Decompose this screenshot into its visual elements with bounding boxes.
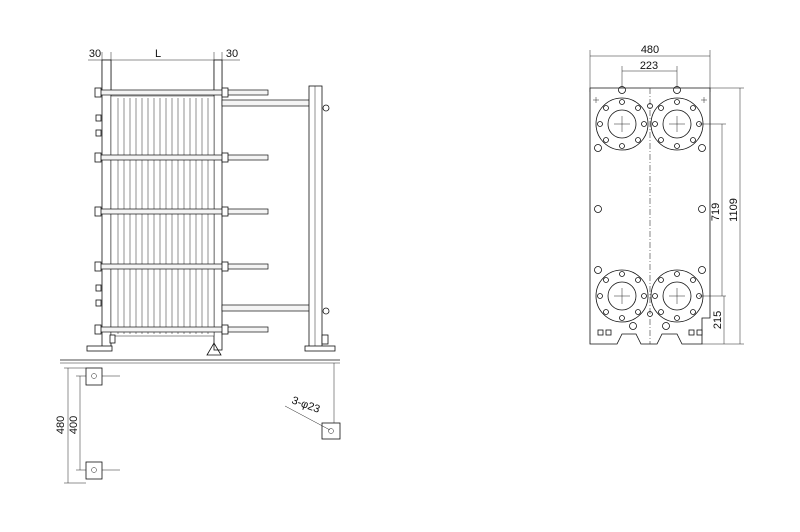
port-bottom-right bbox=[650, 269, 704, 323]
dim-foundation-inner: 400 bbox=[68, 416, 80, 434]
pressure-plate bbox=[213, 59, 223, 351]
port-bottom-left bbox=[595, 269, 649, 323]
front-side-dimensions: 1109 719 215 bbox=[699, 87, 744, 345]
frame-plate-outline bbox=[589, 87, 711, 345]
callout-leader bbox=[284, 405, 331, 431]
front-top-dimensions: 480 223 bbox=[589, 44, 711, 110]
anchor-pad-top bbox=[85, 367, 103, 386]
dim-port-centers-vertical: 719 bbox=[710, 203, 722, 221]
dim-plate-pack: L bbox=[155, 48, 161, 60]
dim-left-gap: 30 bbox=[89, 48, 101, 60]
dim-port-spacing: 223 bbox=[640, 60, 658, 72]
side-view: 30 L 30 bbox=[60, 48, 340, 361]
front-view: 480 223 bbox=[589, 44, 744, 345]
support-column bbox=[308, 85, 330, 351]
anchor-pad-bottom bbox=[85, 461, 103, 480]
dim-right-gap: 30 bbox=[226, 48, 238, 60]
frame-feet bbox=[86, 334, 336, 356]
tie-rods bbox=[94, 87, 269, 335]
dim-bottom-port-height: 215 bbox=[712, 311, 724, 329]
dim-overall-width: 480 bbox=[641, 44, 659, 56]
dim-foundation-outer: 480 bbox=[55, 416, 67, 434]
plate-pack bbox=[110, 95, 215, 337]
foundation-plan: 480 400 3-φ23 bbox=[55, 362, 341, 484]
hole-callout: 3-φ23 bbox=[290, 395, 322, 416]
fixed-frame-plate bbox=[101, 59, 112, 351]
frame-tie-bolts bbox=[593, 86, 707, 330]
anchor-pad-right bbox=[321, 422, 341, 440]
guide-bars bbox=[221, 99, 311, 312]
port-top-left bbox=[595, 97, 649, 151]
dim-overall-height: 1109 bbox=[728, 198, 740, 222]
foot-holes bbox=[597, 329, 703, 336]
